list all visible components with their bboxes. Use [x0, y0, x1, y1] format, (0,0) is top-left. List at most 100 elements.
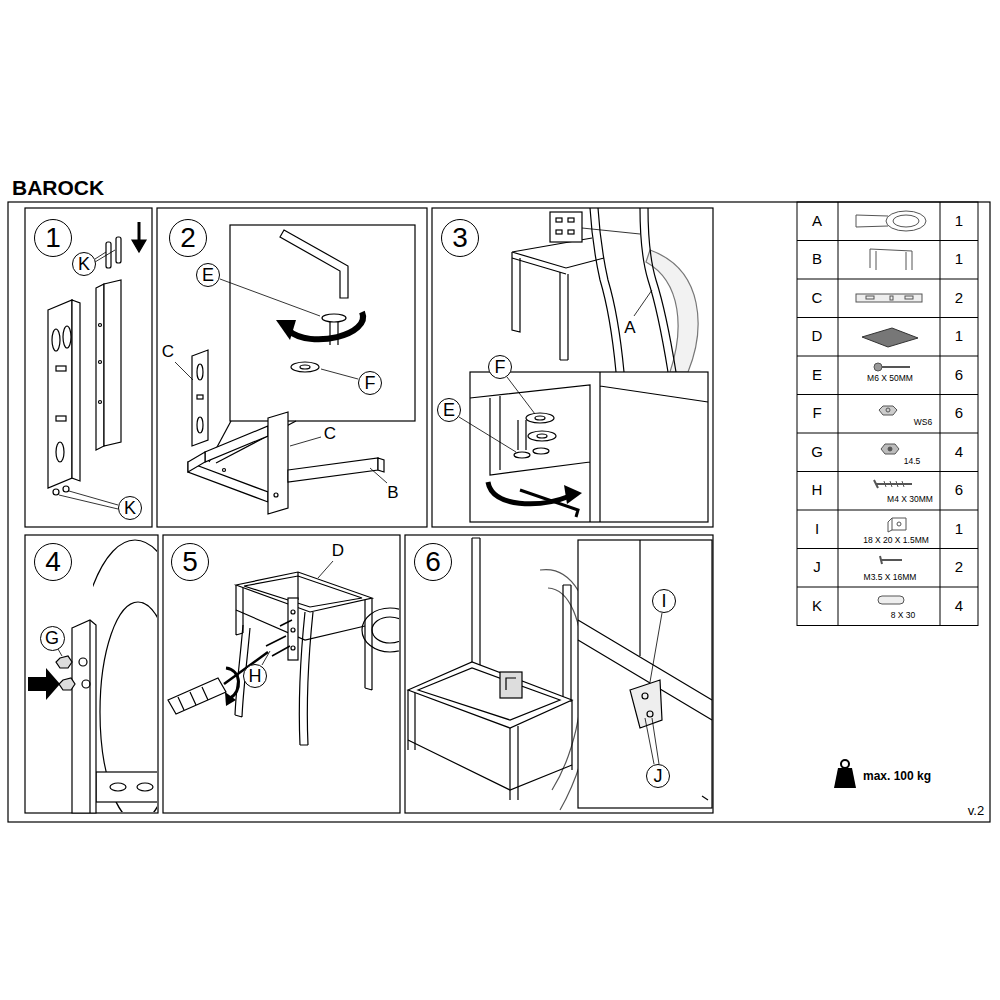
- step-3-illustration: [518, 420, 526, 450]
- step-3-illustration: [550, 212, 582, 242]
- step-3-illustration: [646, 250, 698, 372]
- step-4-illustration: [72, 620, 96, 813]
- step-6-illustration: [645, 613, 662, 764]
- callout-letter: J: [646, 764, 670, 788]
- part-letter: C: [161, 343, 175, 362]
- node-text: H: [249, 667, 262, 685]
- step-6-illustration: [642, 693, 648, 699]
- step-6-illustration: [563, 585, 571, 702]
- step-2-illustration: [268, 412, 288, 514]
- frame: [8, 202, 990, 822]
- frame: [163, 535, 400, 813]
- step-3-illustration: [526, 413, 554, 423]
- parts-table: [940, 202, 941, 626]
- step-1-illustration: [63, 486, 69, 492]
- step-6-illustration: [472, 538, 480, 665]
- part-letter: D: [331, 542, 345, 561]
- callout-letter: H: [243, 664, 267, 688]
- step-4-illustration: [110, 783, 126, 791]
- step-4-illustration: [58, 649, 62, 656]
- part-icons: [890, 296, 893, 300]
- step-3-illustration: [533, 448, 549, 454]
- part-icons: [897, 522, 901, 526]
- node-text: 4: [45, 548, 61, 576]
- part-icons: [888, 518, 906, 532]
- part-spec: 14.5: [903, 457, 922, 466]
- step-6-illustration: [578, 540, 712, 720]
- step-1-illustration: [52, 329, 60, 351]
- step-1-illustration: [72, 300, 80, 481]
- step-2-illustration: [220, 279, 320, 316]
- step-4-illustration: [96, 772, 157, 802]
- step-2-illustration: [205, 426, 268, 462]
- parts-table: [797, 240, 978, 241]
- step-3-illustration: [634, 290, 652, 316]
- step-1-illustration: [56, 416, 66, 421]
- callout-letter: E: [196, 263, 220, 287]
- table-cell: 1: [954, 328, 964, 345]
- parts-table: [797, 317, 978, 318]
- part-icons: [870, 249, 912, 270]
- step-5-illustration: [168, 678, 226, 714]
- parts-table: [838, 202, 839, 626]
- parts-table: [797, 202, 978, 626]
- step-6-illustration: [408, 662, 572, 728]
- table-cell: G: [810, 444, 824, 461]
- table-cell: B: [811, 251, 823, 268]
- step-number: 2: [169, 219, 207, 257]
- part-icons: [882, 366, 910, 368]
- frame: [157, 208, 427, 527]
- step-6-illustration: [408, 740, 572, 790]
- step-4-illustration: [59, 678, 75, 690]
- step-3-illustration: [556, 218, 562, 222]
- part-spec: M4 X 30MM: [886, 495, 934, 504]
- parts-table: [797, 471, 978, 472]
- step-3-illustration: [640, 208, 668, 372]
- step-3-illustration: [499, 396, 500, 470]
- step-2-illustration: [280, 230, 348, 298]
- step-2-illustration: [288, 312, 363, 339]
- version-note: v.2: [967, 804, 985, 818]
- step-4-illustration: [93, 540, 157, 812]
- parts-table: [797, 433, 978, 434]
- table-cell: 2: [954, 559, 964, 576]
- part-letter: B: [386, 484, 399, 503]
- step-1-illustration: [104, 280, 121, 446]
- node-text: 6: [425, 548, 441, 576]
- part-icons: [862, 328, 918, 347]
- node-text: K: [78, 255, 90, 273]
- step-2-illustration: [223, 469, 226, 472]
- table-cell: 6: [954, 482, 964, 499]
- max-load-note: max. 100 kg: [862, 770, 932, 783]
- step-5-illustration: [236, 572, 372, 612]
- part-icons: [880, 556, 902, 564]
- step-2-illustration: [192, 350, 208, 446]
- table-cell: E: [811, 367, 823, 384]
- node-text: F: [495, 358, 506, 376]
- table-cell: H: [811, 482, 824, 499]
- part-icons: [884, 481, 904, 487]
- step-1-illustration: [59, 495, 118, 509]
- weight-icon: [841, 760, 849, 768]
- step-5-illustration: [168, 561, 418, 745]
- table-cell: 2: [954, 290, 964, 307]
- part-icons: [874, 363, 882, 371]
- step-2-illustration: [322, 314, 346, 322]
- step-2-illustration: [378, 458, 384, 472]
- callout-letter: F: [488, 355, 512, 379]
- step-1-illustration: [63, 326, 71, 348]
- step-2-illustration: [288, 458, 378, 482]
- step-number: 4: [34, 543, 72, 581]
- step-2-illustration: [300, 365, 310, 369]
- table-cell: 1: [954, 251, 964, 268]
- step-6-illustration: [652, 718, 659, 764]
- part-icons: [879, 406, 897, 415]
- step-1-illustration: [99, 401, 102, 404]
- step-1-illustration: [95, 250, 115, 262]
- step-5-illustration: [262, 561, 333, 665]
- node-text: I: [661, 592, 666, 610]
- callout-letter: I: [652, 589, 676, 613]
- step-2-illustration: [188, 452, 205, 472]
- step-3-illustration: [512, 238, 604, 274]
